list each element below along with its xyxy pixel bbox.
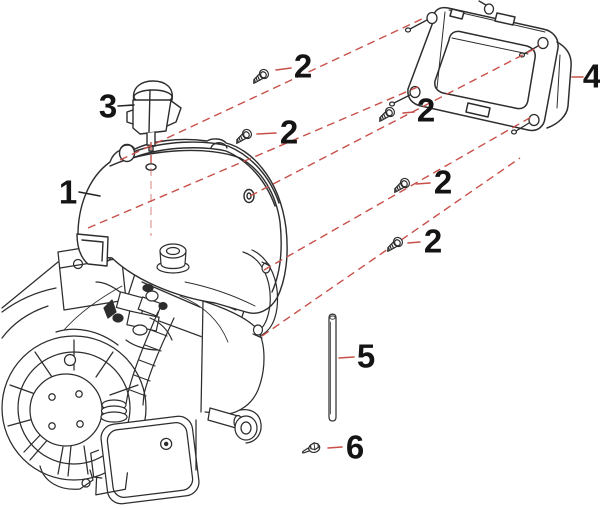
callout-label-6: 6	[345, 428, 365, 466]
leader-2e	[407, 241, 421, 244]
callout-label-4: 4	[582, 57, 600, 95]
screw-part2-a	[249, 67, 271, 87]
callout-label-2b: 2	[279, 113, 299, 151]
intake-hose	[100, 311, 175, 423]
leader-2b	[256, 132, 277, 135]
engine-cover-part1	[76, 138, 288, 314]
assembly-axis-3	[249, 45, 541, 197]
leader-lines	[78, 67, 584, 449]
callout-label-3: 3	[98, 87, 118, 125]
muffler	[90, 415, 200, 505]
carburetor-cluster	[95, 281, 173, 351]
cap-module-part3	[126, 80, 182, 152]
leader-1	[78, 191, 101, 197]
screw-part2-e	[383, 235, 405, 255]
callout-label-2c: 2	[416, 91, 436, 129]
callout-label-1: 1	[58, 173, 78, 211]
leader-5	[338, 356, 355, 359]
leader-3	[117, 104, 135, 107]
leader-2d	[415, 182, 431, 185]
callout-label-2d: 2	[433, 163, 453, 201]
screw-part2-b	[232, 127, 254, 147]
assembly-axis-2	[87, 85, 421, 229]
callout-label-2e: 2	[423, 222, 443, 260]
callout-label-2a: 2	[293, 47, 313, 85]
assembly-axis-1	[119, 17, 425, 161]
screw-part2-c	[375, 105, 397, 125]
fuel-cap	[156, 243, 190, 274]
leader-2a	[275, 67, 292, 71]
tube-part5	[328, 313, 337, 422]
crankcase-and-shaft	[199, 299, 265, 444]
leader-2c	[402, 111, 415, 114]
engine-front-details	[63, 243, 279, 423]
handle-frame	[242, 249, 279, 339]
flange-bolt-part6	[302, 442, 321, 454]
leader-6	[327, 446, 343, 449]
callout-label-5: 5	[356, 337, 376, 375]
shroud-frame-part4	[388, 0, 572, 135]
